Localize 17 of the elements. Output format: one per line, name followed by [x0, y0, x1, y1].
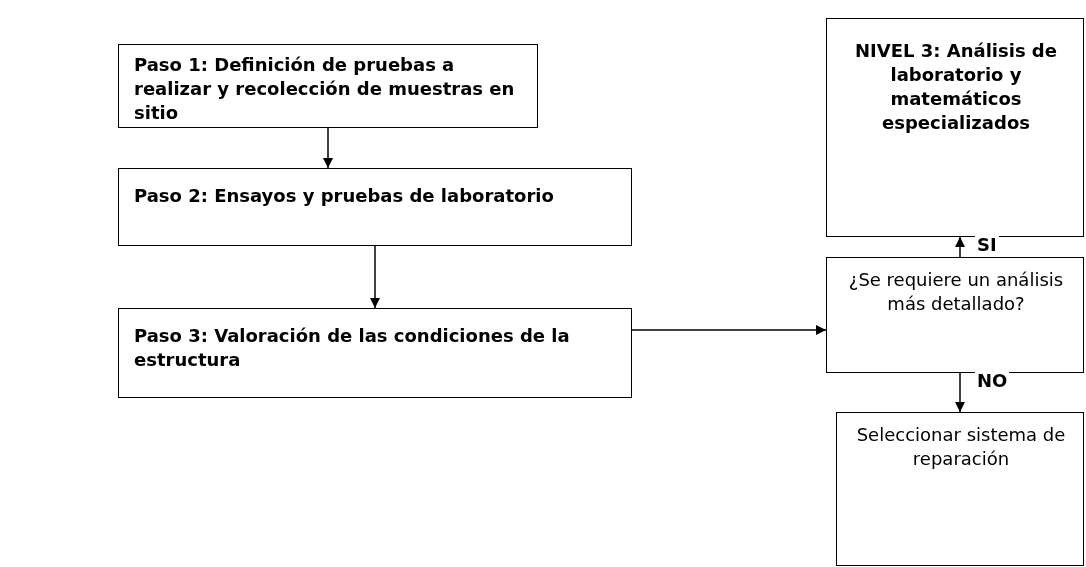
arrow	[370, 245, 380, 309]
process-box	[118, 44, 538, 128]
arrow	[955, 236, 965, 258]
process-box	[826, 18, 1084, 237]
arrow	[323, 127, 333, 169]
box-text: Paso 3: Valoración de las condiciones de la estructura	[134, 324, 571, 372]
box-text: Paso 1: Definición de pruebas a realizar y recolección de muestras en sitio	[134, 53, 516, 125]
decision-box	[826, 257, 1084, 373]
arrow	[631, 325, 827, 335]
arrow	[955, 372, 965, 413]
box-text: ¿Se requiere un análisis más detallado?	[847, 268, 1065, 316]
process-box	[836, 412, 1084, 566]
box-text: NIVEL 3: Análisis de laboratorio y matemáticos especializados	[854, 39, 1058, 135]
process-box	[118, 168, 632, 246]
process-box	[118, 308, 632, 398]
box-text: Paso 2: Ensayos y pruebas de laboratorio	[134, 184, 555, 208]
box-text: Seleccionar sistema de reparación	[855, 423, 1067, 471]
